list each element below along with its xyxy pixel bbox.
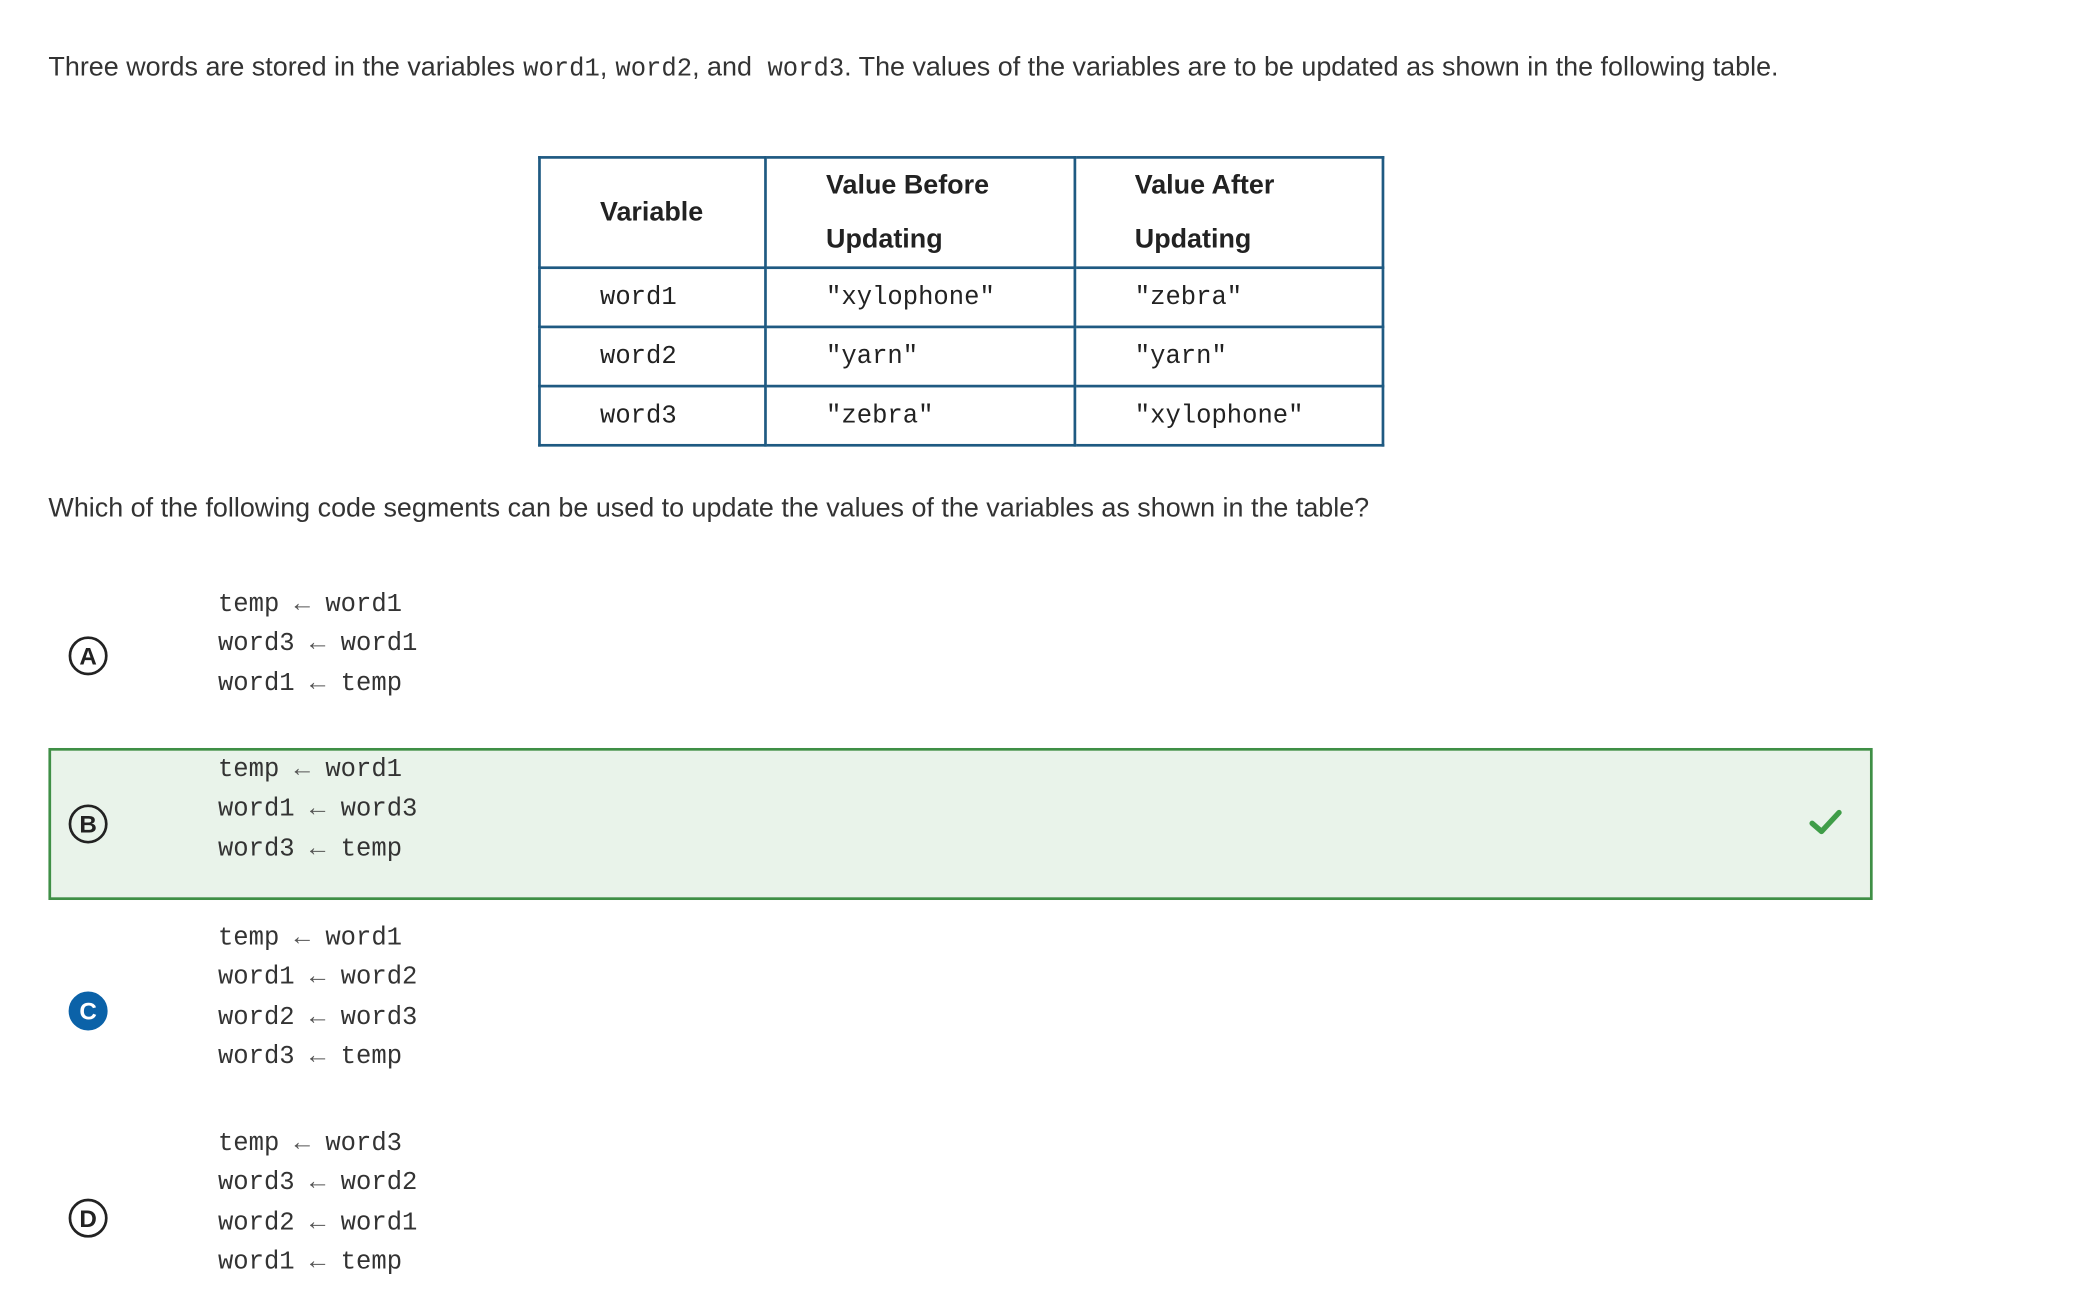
- code-lhs: word2: [217, 1207, 295, 1238]
- prompt-separator: ,: [599, 52, 608, 83]
- prompt-intro: Three words are stored in the variables: [48, 52, 516, 83]
- code-line: word2 ← word3: [218, 998, 417, 1037]
- code-line: temp ← word1: [218, 585, 417, 624]
- code-rhs: word2: [340, 1168, 418, 1198]
- code-rhs: word1: [325, 922, 403, 953]
- assign-arrow-icon: ←: [309, 794, 326, 824]
- cell-value-after: "yarn": [1072, 325, 1385, 388]
- cell-value-before: "xylophone": [764, 266, 1076, 329]
- cell-value-before: "zebra": [764, 384, 1076, 447]
- code-lhs: word1: [217, 1246, 295, 1277]
- question-text: Which of the following code segments can…: [48, 493, 1370, 524]
- choice-letter-b[interactable]: B: [68, 804, 108, 844]
- code-segment-c: temp ← word1 word1 ← word2 word2 ← word3…: [218, 919, 417, 1077]
- code-rhs: word3: [340, 1001, 418, 1032]
- cell-value-before: "yarn": [764, 325, 1076, 388]
- code-rhs: temp: [340, 1041, 403, 1071]
- table-row: word3 "zebra" "xylophone": [538, 384, 1385, 447]
- code-lhs: word3: [217, 833, 295, 864]
- answer-choice-c[interactable]: C temp ← word1 word1 ← word2 word2 ← wor…: [48, 916, 1872, 1083]
- answer-choice-b[interactable]: B temp ← word1 word1 ← word3 word3 ← tem…: [48, 747, 1873, 901]
- code-lhs: temp: [217, 589, 280, 619]
- code-lhs: word1: [217, 794, 295, 824]
- header-value-after: Value After Updating: [1072, 156, 1385, 270]
- code-line: word3 ← word2: [218, 1164, 417, 1203]
- cell-variable: word3: [538, 384, 767, 447]
- prompt-separator: , and: [692, 52, 752, 83]
- prompt-tail: . The values of the variables are to be …: [844, 52, 1779, 83]
- code-lhs: word3: [217, 1168, 295, 1198]
- assign-arrow-icon: ←: [294, 754, 310, 785]
- cell-value-after: "xylophone": [1072, 384, 1385, 447]
- checkmark-icon: [1809, 809, 1842, 835]
- assign-arrow-icon: ←: [309, 1246, 326, 1277]
- assign-arrow-icon: ←: [309, 1001, 326, 1032]
- table-row: word2 "yarn" "yarn": [538, 325, 1385, 388]
- assign-arrow-icon: ←: [294, 589, 310, 619]
- choice-letter-d[interactable]: D: [68, 1198, 108, 1238]
- choice-letter-a[interactable]: A: [68, 636, 108, 676]
- code-line: word3 ← temp: [218, 830, 417, 869]
- code-lhs: word3: [217, 1041, 295, 1071]
- variable-word3: word3: [767, 53, 845, 84]
- code-rhs: temp: [340, 1246, 403, 1277]
- code-lhs: temp: [217, 754, 280, 785]
- assign-arrow-icon: ←: [294, 1128, 310, 1159]
- header-value-before: Value Before Updating: [764, 156, 1076, 270]
- cell-variable: word2: [538, 325, 767, 388]
- answer-choice-d[interactable]: D temp ← word3 word3 ← word2 word2 ← wor…: [48, 1122, 1872, 1289]
- code-segment-d: temp ← word3 word3 ← word2 word2 ← word1…: [218, 1125, 417, 1283]
- code-line: word1 ← temp: [218, 1243, 417, 1282]
- assign-arrow-icon: ←: [309, 668, 326, 698]
- code-rhs: word1: [325, 589, 403, 619]
- variable-word1: word1: [523, 53, 600, 84]
- assign-arrow-icon: ←: [309, 1207, 326, 1238]
- variables-table: Variable Value Before Updating Value Aft…: [538, 156, 1385, 447]
- code-line: temp ← word1: [218, 751, 417, 790]
- code-segment-a: temp ← word1 word3 ← word1 word1 ← temp: [218, 585, 417, 703]
- code-line: word1 ← word2: [218, 958, 417, 997]
- code-rhs: word2: [340, 962, 418, 992]
- code-line: word3 ← temp: [218, 1037, 417, 1076]
- code-lhs: temp: [217, 1128, 280, 1159]
- code-line: word2 ← word1: [218, 1203, 417, 1242]
- code-line: temp ← word3: [218, 1125, 417, 1164]
- code-rhs: temp: [340, 668, 403, 698]
- header-variable: Variable: [538, 156, 767, 270]
- variable-word2: word2: [615, 53, 693, 84]
- code-line: word1 ← word3: [218, 790, 417, 829]
- code-line: temp ← word1: [218, 919, 417, 958]
- code-rhs: word1: [340, 1207, 418, 1238]
- table-header-row: Variable Value Before Updating Value Aft…: [538, 156, 1385, 270]
- answer-choice-a[interactable]: A temp ← word1 word3 ← word1 word1 ← tem…: [48, 580, 1872, 720]
- cell-value-after: "zebra": [1072, 266, 1385, 329]
- code-rhs: word3: [325, 1128, 403, 1159]
- code-line: word1 ← temp: [218, 664, 417, 703]
- code-lhs: word1: [217, 668, 295, 698]
- code-rhs: word1: [340, 628, 418, 659]
- code-rhs: word1: [325, 754, 403, 785]
- code-line: word3 ← word1: [218, 625, 417, 664]
- code-lhs: word3: [217, 628, 295, 659]
- code-rhs: temp: [340, 833, 403, 864]
- code-lhs: word2: [217, 1001, 295, 1032]
- assign-arrow-icon: ←: [294, 922, 310, 953]
- code-lhs: temp: [217, 922, 280, 953]
- assign-arrow-icon: ←: [309, 1168, 326, 1198]
- assign-arrow-icon: ←: [309, 628, 326, 659]
- assign-arrow-icon: ←: [309, 1041, 326, 1071]
- code-rhs: word3: [340, 794, 418, 824]
- cell-variable: word1: [538, 266, 767, 329]
- assign-arrow-icon: ←: [309, 962, 326, 992]
- code-lhs: word1: [217, 962, 295, 992]
- assign-arrow-icon: ←: [309, 833, 326, 864]
- choice-letter-c[interactable]: C: [68, 991, 108, 1031]
- table-row: word1 "xylophone" "zebra": [538, 266, 1385, 329]
- code-segment-b: temp ← word1 word1 ← word3 word3 ← temp: [218, 751, 417, 869]
